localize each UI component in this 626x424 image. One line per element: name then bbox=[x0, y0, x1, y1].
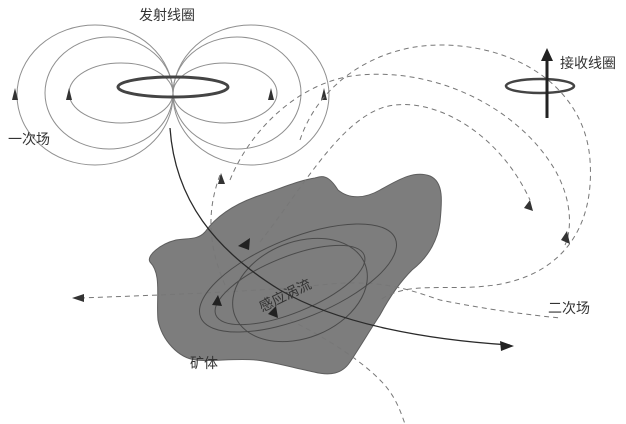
field-loop-left-middle bbox=[44, 36, 174, 150]
receiver-coil bbox=[504, 48, 576, 118]
transmitter-coil-label: 发射线圈 bbox=[139, 8, 195, 24]
secondary-field-label: 二次场 bbox=[548, 301, 590, 317]
eddy-arrow-icon bbox=[212, 295, 222, 306]
field-loop-right-middle bbox=[172, 36, 302, 150]
receiver-arrow-up-icon bbox=[541, 48, 553, 61]
penetration-arrow-icon bbox=[500, 341, 514, 351]
field-arrow-icon bbox=[66, 88, 72, 100]
secondary-arrow-left-icon bbox=[72, 294, 84, 302]
secondary-arrow-icon bbox=[218, 173, 225, 184]
secondary-loop-lower bbox=[79, 282, 561, 319]
secondary-loop-inner bbox=[259, 104, 531, 243]
eddy-current-loops bbox=[198, 223, 398, 343]
ore-body-label: 矿体 bbox=[190, 356, 218, 372]
primary-field-label: 一次场 bbox=[8, 132, 50, 148]
primary-field-penetration-line bbox=[169, 127, 511, 346]
field-loop-right-outer bbox=[172, 24, 330, 166]
secondary-arrow-icon bbox=[561, 231, 570, 244]
eddy-loop-outer bbox=[232, 237, 368, 343]
receiver-coil-ring bbox=[504, 77, 576, 95]
eddy-loop-middle bbox=[198, 223, 398, 333]
secondary-arrow-icon bbox=[524, 200, 533, 211]
field-loop-right-inner bbox=[172, 62, 278, 124]
secondary-loop-middle bbox=[229, 73, 570, 246]
eddy-arrow-icon bbox=[238, 238, 250, 250]
ore-body bbox=[148, 173, 442, 375]
transmitter-coil bbox=[116, 75, 230, 99]
eddy-arrow-icon bbox=[268, 306, 278, 318]
receiver-coil-label: 接收线圈 bbox=[560, 55, 616, 72]
primary-field-lines bbox=[12, 24, 330, 166]
field-loop-left-inner bbox=[68, 62, 174, 124]
field-arrow-icon bbox=[321, 88, 327, 100]
field-arrow-icon bbox=[12, 88, 18, 100]
field-arrow-icon bbox=[268, 88, 274, 100]
eddy-loop-inner bbox=[214, 244, 366, 326]
